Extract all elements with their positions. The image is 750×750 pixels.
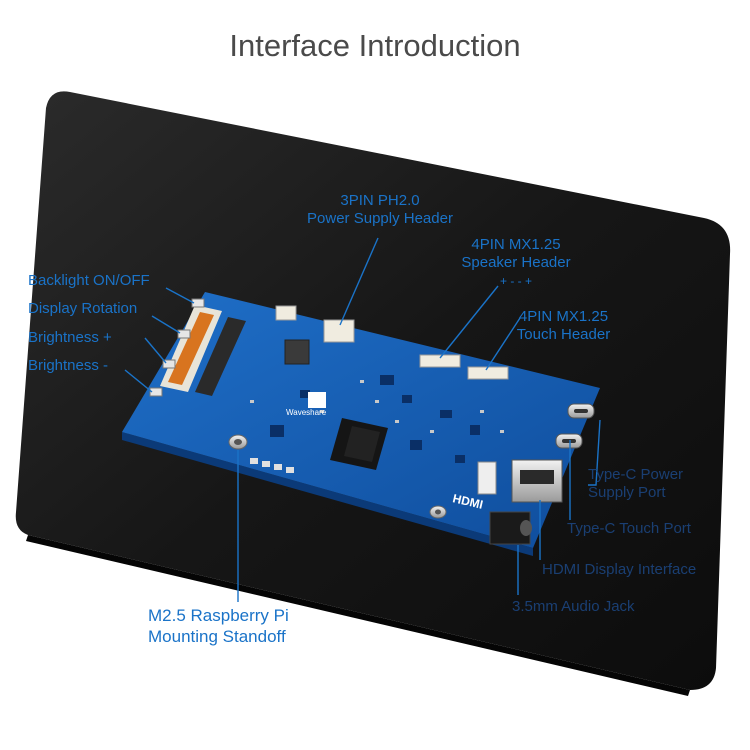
label-touch-line2: Touch Header	[516, 326, 611, 343]
label-power-header-line2: Power Supply Header	[307, 210, 453, 227]
label-rotation: Display Rotation	[28, 300, 138, 317]
label-backlight: Backlight ON/OFF	[28, 272, 150, 289]
label-speaker-header: 4PIN MX1.25 Speaker Header + - - +	[452, 236, 580, 290]
label-standoff: M2.5 Raspberry Pi Mounting Standoff	[148, 605, 289, 647]
brightness-down-button	[149, 387, 163, 397]
label-speaker-pins: + - - +	[499, 274, 532, 288]
inductor	[284, 339, 310, 365]
hdmi-silk: HDMI	[451, 491, 484, 512]
backlight-button	[191, 298, 205, 308]
leader-rotation	[151, 315, 181, 334]
fpc-connector-2	[195, 317, 246, 396]
touch-header	[467, 366, 509, 380]
page-title: Interface Introduction	[229, 28, 521, 63]
leader-bright-up	[144, 337, 167, 364]
leader-typec-power	[588, 419, 601, 486]
speaker-header	[419, 354, 461, 368]
power-supply-header	[323, 319, 355, 343]
leader-power-header	[339, 237, 379, 326]
display-connector	[477, 461, 497, 495]
display-panel-edge	[26, 535, 690, 696]
leader-touch	[485, 317, 521, 371]
label-brightness-down: Brightness -	[28, 357, 109, 374]
label-typec-power: Type-C Power Supply Port	[588, 466, 683, 502]
waveshare-logo	[308, 392, 326, 408]
label-touch-header: 4PIN MX1.25 Touch Header	[506, 308, 621, 344]
pcb-side	[122, 432, 533, 556]
label-standoff-line2: Mounting Standoff	[148, 627, 286, 646]
leader-bright-down	[124, 369, 153, 393]
label-power-header-line1: 3PIN PH2.0	[340, 192, 420, 209]
label-speaker-line1: 4PIN MX1.25	[471, 236, 561, 253]
label-standoff-line1: M2.5 Raspberry Pi	[148, 606, 289, 625]
label-hdmi: HDMI Display Interface	[542, 561, 697, 578]
fpc-ribbon	[168, 312, 214, 385]
driver-board: Waveshare HDMI	[122, 292, 600, 556]
leader-speaker	[439, 285, 499, 359]
label-typec-power-line2: Supply Port	[588, 484, 666, 501]
gpio-pads	[250, 458, 294, 473]
label-speaker-line2: Speaker Header	[461, 254, 571, 271]
label-typec-power-line1: Type-C Power	[588, 466, 684, 483]
leader-backlight	[165, 287, 195, 304]
brightness-up-button	[162, 359, 176, 369]
label-audio: 3.5mm Audio Jack	[512, 598, 635, 615]
label-power-header: 3PIN PH2.0 Power Supply Header	[300, 192, 460, 228]
brand-text: Waveshare	[286, 408, 327, 417]
label-touch-line1: 4PIN MX1.25	[518, 308, 609, 325]
rotation-button	[177, 329, 191, 339]
label-brightness-up: Brightness +	[28, 329, 112, 346]
label-typec-touch: Type-C Touch Port	[567, 520, 691, 537]
